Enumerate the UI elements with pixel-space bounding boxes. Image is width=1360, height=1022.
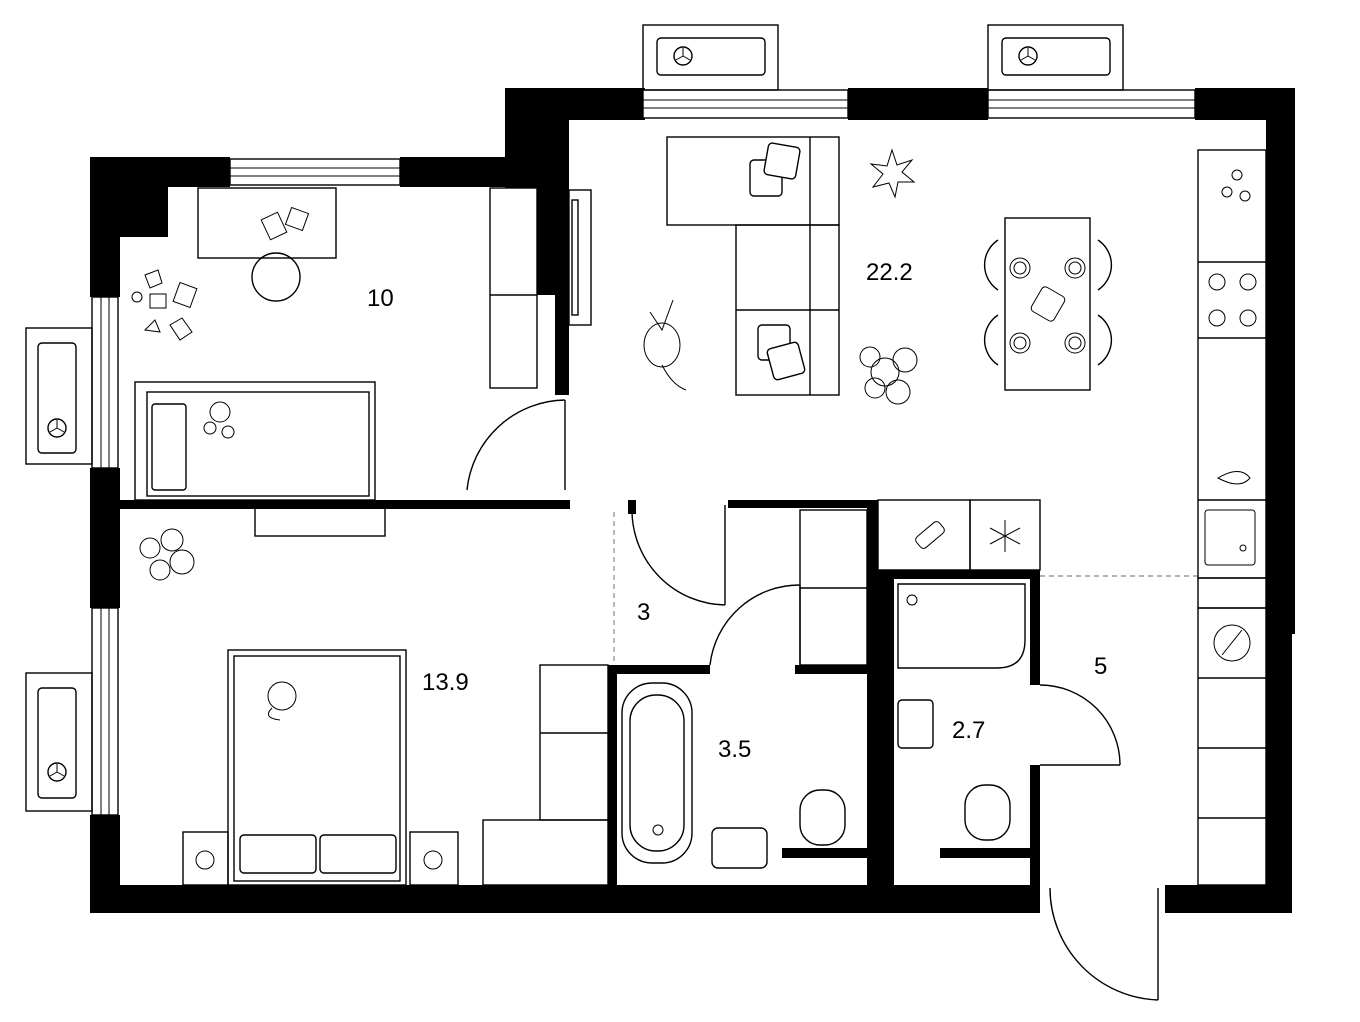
area-entrance: 5 xyxy=(1094,653,1107,680)
kettle-icon xyxy=(1221,169,1251,202)
outdoor-units xyxy=(25,24,1124,812)
exterior-walls xyxy=(90,88,1295,913)
pillow-icon xyxy=(749,142,806,381)
area-hallway: 3 xyxy=(637,599,650,626)
hallway-furniture xyxy=(799,499,1267,886)
electric-panel-icon xyxy=(1213,624,1251,662)
fan-icon xyxy=(47,762,67,782)
hob-icon xyxy=(1208,273,1257,327)
doors xyxy=(466,399,1159,1001)
chair-icon xyxy=(251,252,301,302)
papers-icon xyxy=(260,206,310,241)
plant-icon xyxy=(859,346,918,405)
lamp-icon xyxy=(195,850,215,870)
snowflake-icon xyxy=(989,520,1021,552)
fan-icon xyxy=(673,46,693,66)
washbasin-icon xyxy=(897,699,934,749)
toys-icon xyxy=(131,269,198,341)
washbasin-icon xyxy=(711,827,768,869)
area-labels: 10 22.2 3 13.9 3.5 2.7 5 xyxy=(367,259,1107,763)
star-lamp-icon xyxy=(869,148,916,199)
bathroom-fixtures xyxy=(621,583,1026,869)
teddy-bear-icon xyxy=(203,401,235,439)
bedroom-furniture xyxy=(139,507,609,886)
shower-tray-icon xyxy=(897,583,1026,669)
drain-icon xyxy=(652,824,664,836)
lamp-icon xyxy=(423,850,443,870)
area-bathroom: 3.5 xyxy=(718,736,751,763)
keys-icon xyxy=(915,521,945,549)
windows xyxy=(91,89,1196,816)
fan-icon xyxy=(47,418,67,438)
area-living-kitchen: 22.2 xyxy=(866,259,913,286)
area-toilet: 2.7 xyxy=(952,717,985,744)
area-children-room: 10 xyxy=(367,285,394,312)
plant-icon xyxy=(139,528,195,581)
sink-icon xyxy=(1204,471,1256,566)
area-bedroom: 13.9 xyxy=(422,669,469,696)
living-room-furniture xyxy=(643,136,1267,579)
cat-icon xyxy=(267,681,297,721)
cat-icon xyxy=(643,299,687,391)
chair-icon xyxy=(983,239,1113,366)
fan-icon xyxy=(1018,46,1038,66)
children-room-furniture xyxy=(131,187,592,501)
zone-dividers xyxy=(613,512,1198,665)
toilet-icon xyxy=(964,784,1011,841)
plate-icon xyxy=(1009,257,1086,354)
toilet-icon xyxy=(799,789,846,846)
